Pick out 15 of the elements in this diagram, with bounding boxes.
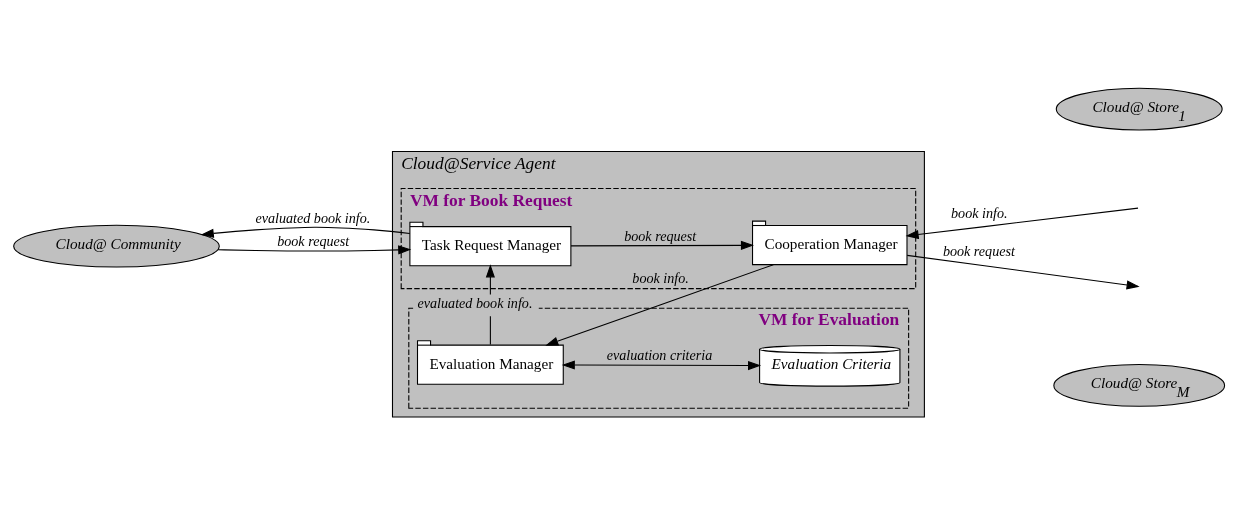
edge-label: book info. <box>951 205 1008 222</box>
edge-label: book request <box>624 228 697 245</box>
node-ellipse: Cloud@ Community <box>13 224 220 268</box>
edge-label: book request <box>942 243 1015 260</box>
arrow <box>200 226 411 238</box>
arrow <box>561 360 762 371</box>
arrow <box>545 264 774 346</box>
arrow <box>217 245 412 255</box>
arrow <box>905 207 1139 240</box>
edge-label: book request <box>277 232 350 249</box>
arrow <box>570 240 754 250</box>
edge-label: evaluated book info. <box>255 209 371 226</box>
edge-label: book info. <box>632 269 689 286</box>
arrow <box>906 254 1140 290</box>
edge-label: evaluation criteria <box>606 346 713 363</box>
